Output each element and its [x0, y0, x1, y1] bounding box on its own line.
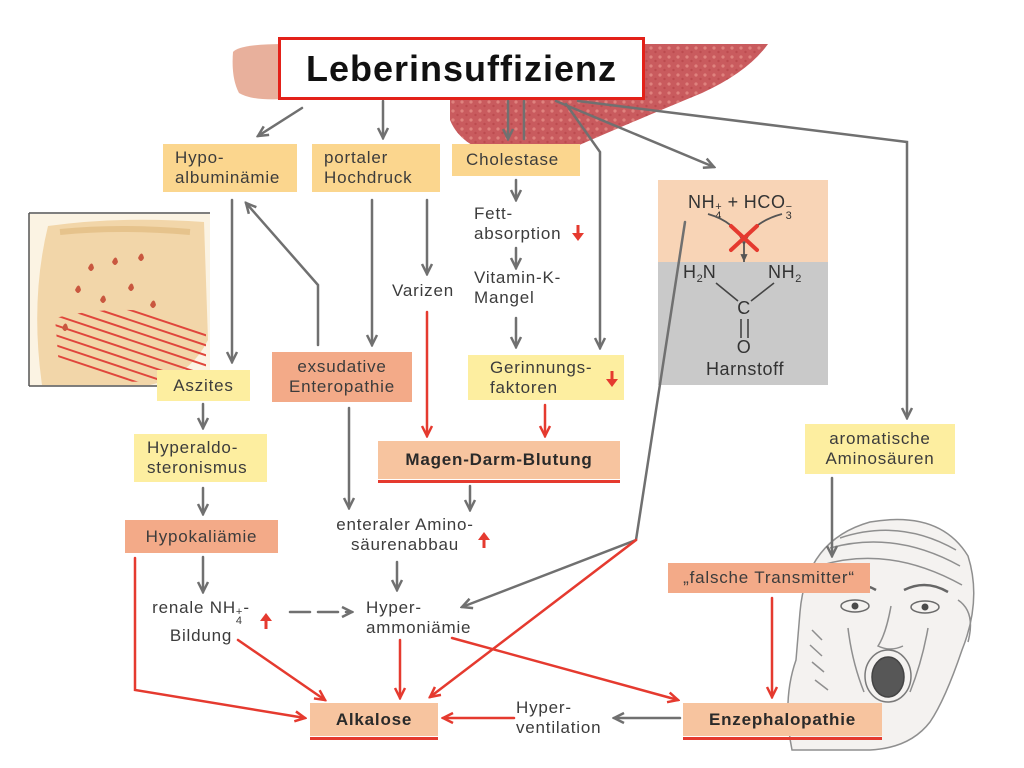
node-varizen: Varizen	[392, 281, 454, 301]
node-label-line2: faktoren	[490, 377, 558, 397]
urea-amino-group-right: NH2	[768, 262, 801, 289]
red-down-arrow-icon	[606, 371, 618, 387]
node-hypoalbuminaemie: Hypo- albuminämie	[163, 144, 297, 192]
node-enzephalopathie: Enzephalopathie	[683, 703, 882, 736]
node-label: Cholestase	[466, 150, 560, 169]
node-label: Enzephalopathie	[708, 709, 857, 729]
bicarbonate-base: HCO	[743, 192, 786, 212]
atom-h: H	[683, 262, 697, 282]
node-alkalose: Alkalose	[310, 703, 438, 736]
ammonium-subscript: 4	[715, 210, 722, 222]
ammonium-base: NH	[688, 192, 716, 212]
alkalose-underline	[310, 737, 438, 740]
atom-n: N	[702, 262, 717, 282]
node-hyperammoniaemie: Hyper- ammoniämie	[366, 598, 471, 638]
atom-nh: NH	[768, 262, 796, 282]
bicarbonate-subscript: 3	[785, 210, 792, 222]
node-portaler-hochdruck: portaler Hochdruck	[312, 144, 440, 192]
node-label-line2: Bildung	[169, 626, 233, 645]
node-falsche-transmitter: „falsche Transmitter“	[668, 563, 870, 593]
node-label-line1: Hyperaldo-	[147, 438, 239, 457]
node-exsudative-enteropathie: exsudative Enteropathie	[272, 352, 412, 402]
red-up-arrow-icon	[260, 613, 272, 629]
node-label: Varizen	[392, 281, 454, 300]
node-label: „falsche Transmitter“	[683, 568, 855, 587]
subscript-2: 2	[795, 273, 802, 285]
node-label-line1: renale NH+4-	[138, 598, 264, 627]
node-label: Aszites	[173, 375, 234, 395]
urea-amino-group-left: H2N	[683, 262, 716, 289]
node-label-line2: absorption	[474, 224, 562, 243]
node-label: Magen-Darm-Blutung	[405, 450, 593, 469]
node-label: Alkalose	[335, 709, 413, 729]
node-label-line2: Mangel	[474, 288, 535, 307]
urea-carbon: C	[737, 298, 751, 318]
urea-name: Harnstoff	[705, 359, 785, 379]
node-label-line1: aromatische	[829, 429, 931, 448]
reaction-plus: +	[727, 192, 739, 212]
node-label-line1: Hyper-	[366, 598, 422, 617]
node-label-line1: Hypo-	[175, 148, 225, 167]
node-label-line1: Hyper-	[516, 698, 572, 717]
node-label-line2: Enteropathie	[288, 377, 395, 396]
node-label-line1: Fett-	[474, 204, 513, 223]
node-label-line1: exsudative	[297, 357, 387, 376]
node-aromatische-aminosaeuren: aromatische Aminosäuren	[805, 424, 955, 474]
page-title: Leberinsuffizienz	[278, 37, 645, 100]
urea-reactants: NH+4+HCO−3	[688, 192, 793, 222]
node-label-line2: säurenabbau	[350, 535, 460, 554]
node-label-line1: enteraler Amino-	[336, 515, 474, 534]
node-label-line2: Aminosäuren	[825, 449, 935, 468]
node-fettabsorption: Fett- absorption	[474, 204, 561, 244]
red-up-arrow-icon	[478, 532, 490, 548]
node-label-line2: ammoniämie	[366, 618, 472, 637]
node-renale-nh4-bildung: renale NH+4- Bildung	[138, 598, 264, 646]
liver-illustration	[232, 44, 768, 155]
node-label-line1: Gerinnungs-	[490, 357, 593, 377]
node-label-line1: Vitamin-K-	[474, 268, 562, 287]
node-aszites: Aszites	[157, 370, 250, 401]
enzephalopathie-underline	[683, 737, 882, 740]
node-hyperaldosteronismus: Hyperaldo- steronismus	[134, 434, 267, 482]
magen-darm-blutung-underline	[378, 480, 620, 483]
renale-nh-text: renale NH	[152, 598, 236, 617]
node-label: Hypokaliämie	[145, 526, 258, 546]
node-label-line2: albuminämie	[175, 168, 281, 187]
node-hypokaliaemie: Hypokaliämie	[125, 520, 278, 553]
node-magen-darm-blutung: Magen-Darm-Blutung	[378, 441, 620, 479]
node-label-line2: steronismus	[147, 458, 248, 477]
hyphen: -	[243, 598, 250, 617]
node-label-line1: portaler	[324, 148, 389, 167]
node-vitamin-k-mangel: Vitamin-K- Mangel	[474, 268, 561, 308]
node-enteraler-aminosaeurenabbau: enteraler Amino- säurenabbau	[325, 515, 485, 555]
node-gerinnungsfaktoren: Gerinnungs- faktoren	[468, 355, 624, 400]
urea-oxygen: O	[736, 337, 752, 357]
node-label-line2: ventilation	[516, 718, 602, 737]
node-label-line2: Hochdruck	[324, 168, 413, 187]
ammonium-subscript: 4	[235, 615, 243, 627]
node-cholestase: Cholestase	[452, 144, 580, 176]
node-hyperventilation: Hyper- ventilation	[516, 698, 601, 738]
red-down-arrow-icon	[572, 225, 584, 241]
